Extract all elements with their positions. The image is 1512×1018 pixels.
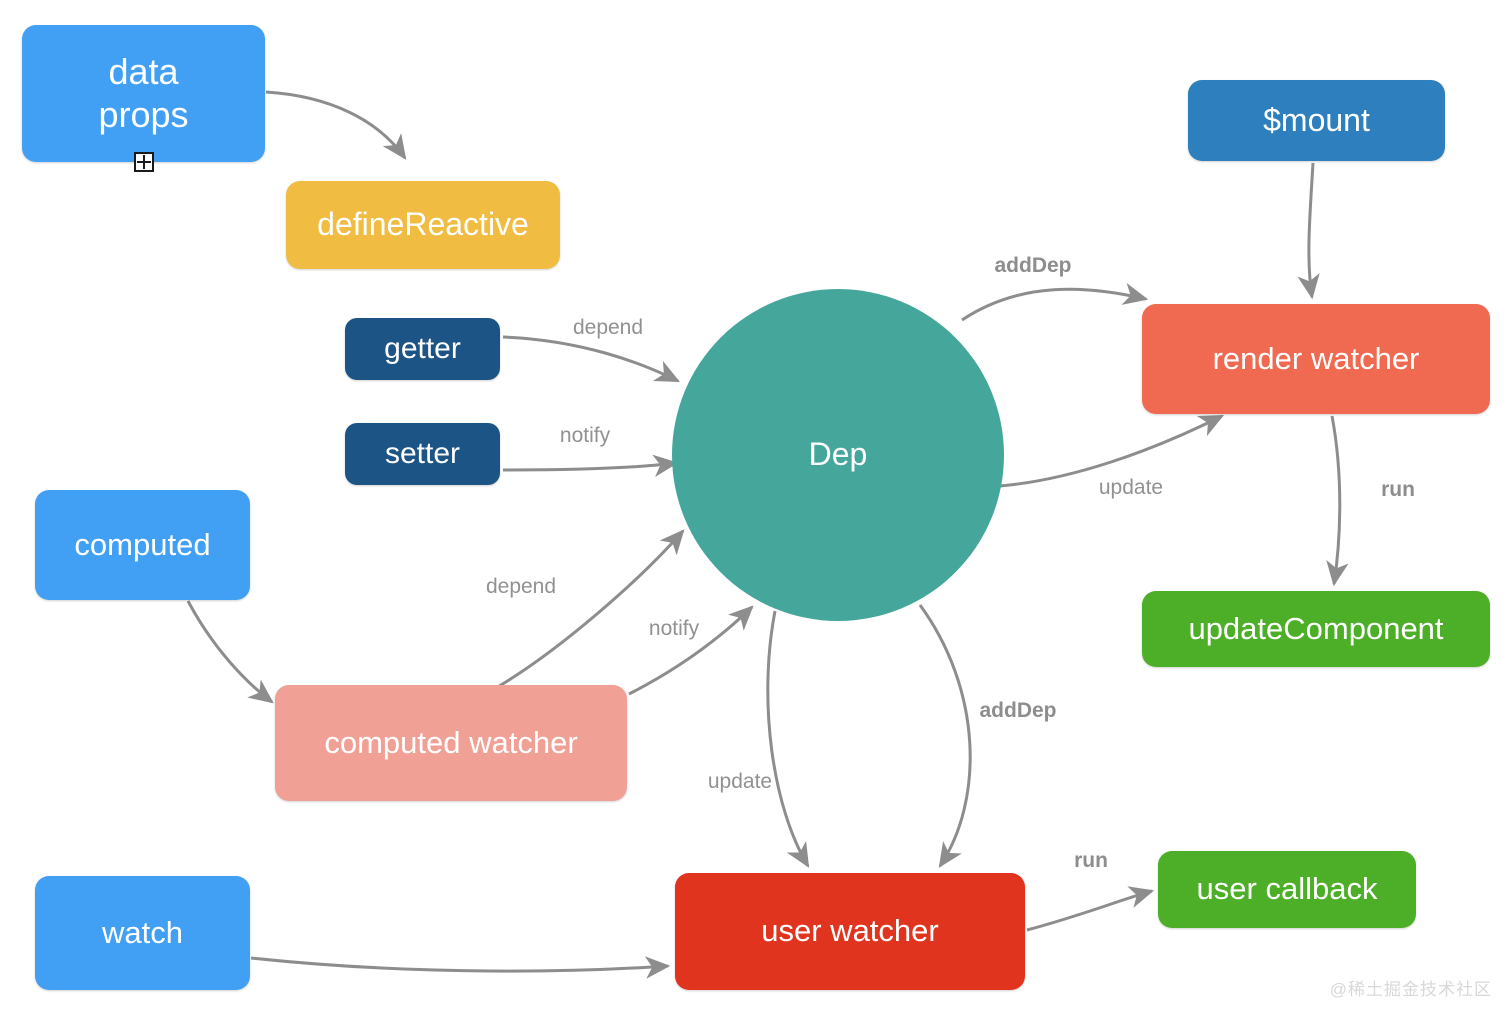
node-dep[interactable]: Dep bbox=[672, 289, 1004, 621]
edge-data-to-define bbox=[265, 90, 407, 160]
edge-dep-update-user bbox=[766, 610, 810, 868]
edge-computed-watcher-depend bbox=[495, 529, 685, 690]
node-user-watcher[interactable]: user watcher bbox=[675, 873, 1025, 990]
node-user-callback[interactable]: user callback bbox=[1158, 851, 1416, 928]
edge-label-depend-computed: depend bbox=[485, 575, 557, 598]
edge-dep-adddep-user bbox=[918, 604, 972, 868]
cursor-vertical-bar bbox=[143, 155, 145, 169]
node-mount[interactable]: $mount bbox=[1188, 80, 1445, 161]
edge-label-notify-setter: notify bbox=[559, 424, 611, 447]
edge-label-notify-computed: notify bbox=[648, 617, 700, 640]
node-data-props[interactable]: data props bbox=[22, 25, 265, 162]
edge-getter-to-dep bbox=[502, 335, 681, 383]
edge-label-adddep-render: addDep bbox=[994, 254, 1072, 277]
watermark: @稀土掘金技术社区 bbox=[1329, 980, 1492, 999]
edge-dep-update-render bbox=[999, 414, 1225, 488]
edge-computed-watcher-notify bbox=[628, 605, 754, 696]
node-watch[interactable]: watch bbox=[35, 876, 250, 990]
node-getter[interactable]: getter bbox=[345, 318, 500, 380]
node-render-watcher[interactable]: render watcher bbox=[1142, 304, 1490, 414]
edge-label-adddep-user: addDep bbox=[979, 699, 1057, 722]
node-update-component[interactable]: updateComponent bbox=[1142, 591, 1490, 667]
edge-dep-adddep-render bbox=[961, 282, 1149, 322]
node-computed-watcher[interactable]: computed watcher bbox=[275, 685, 627, 801]
edge-label-update-user: update bbox=[707, 770, 773, 793]
edge-label-run-callback: run bbox=[1074, 849, 1108, 872]
edge-user-run-callback bbox=[1026, 886, 1155, 932]
node-computed[interactable]: computed bbox=[35, 490, 250, 600]
edge-watch-to-user-watcher bbox=[250, 956, 671, 979]
edge-setter-to-dep bbox=[502, 454, 679, 477]
edge-render-run-update bbox=[1326, 415, 1349, 587]
crosshair-cursor-icon bbox=[134, 152, 154, 172]
edge-computed-to-watcher bbox=[186, 600, 274, 704]
node-define-reactive[interactable]: defineReactive bbox=[286, 181, 560, 269]
edge-label-update-render: update bbox=[1098, 476, 1164, 499]
edge-label-run-render: run bbox=[1381, 478, 1415, 501]
edge-mount-to-render bbox=[1297, 162, 1320, 300]
node-setter[interactable]: setter bbox=[345, 423, 500, 485]
edge-label-depend-getter: depend bbox=[572, 316, 644, 339]
